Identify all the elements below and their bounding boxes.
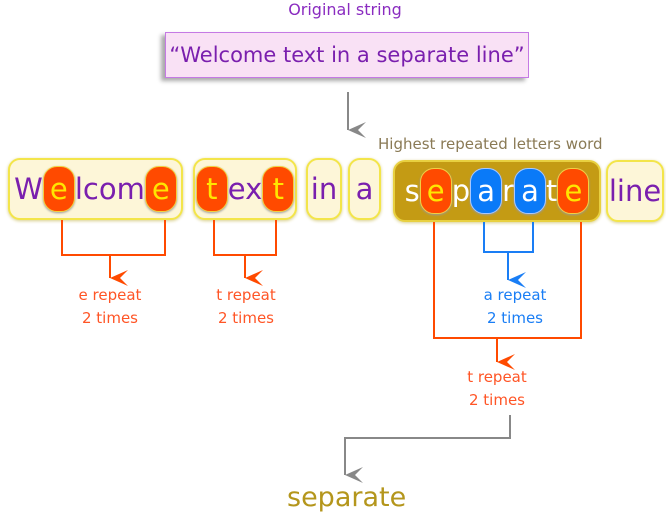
- caption-line: a repeat: [483, 286, 547, 304]
- highest-word-label: Highest repeated letters word: [378, 135, 603, 153]
- result-word: separate: [287, 482, 407, 513]
- highlighted-letter: e: [42, 166, 75, 212]
- caption-line: 2 times: [81, 309, 138, 327]
- letters: in: [310, 172, 338, 206]
- letters: a: [355, 172, 374, 206]
- highlighted-letter: t: [195, 166, 228, 212]
- highlighted-letter: a: [514, 168, 547, 214]
- highlighted-letter: e: [144, 166, 177, 212]
- letters: W: [14, 172, 43, 206]
- letters: ex: [227, 172, 263, 206]
- original-string-box: “Welcome text in a separate line”: [165, 32, 529, 78]
- letters: r: [502, 174, 515, 208]
- caption-line: e repeat: [78, 286, 142, 304]
- caption-t-separate: t repeat 2 times: [437, 366, 557, 412]
- arrow-to-result: [344, 415, 511, 483]
- caption-a-separate: a repeat 2 times: [455, 284, 575, 330]
- caption-line: 2 times: [468, 391, 525, 409]
- caption-line: 2 times: [217, 309, 274, 327]
- letters: s: [404, 174, 420, 208]
- caption-line: 2 times: [486, 309, 543, 327]
- bracket-e-separate: [433, 222, 582, 362]
- bracket-t-text: [213, 220, 277, 278]
- letters: t: [546, 174, 558, 208]
- caption-line: t repeat: [467, 368, 527, 386]
- word-line: line: [606, 160, 664, 222]
- caption-e-welcome: e repeat 2 times: [50, 284, 170, 330]
- original-string-label: Original string: [288, 0, 402, 19]
- letters: p: [451, 174, 471, 208]
- bracket-a-separate: [483, 222, 534, 280]
- highlighted-letter: a: [470, 168, 503, 214]
- caption-t-text: t repeat 2 times: [186, 284, 306, 330]
- highlighted-letter: e: [557, 168, 590, 214]
- letters: lcom: [74, 172, 145, 206]
- highlighted-letter: t: [262, 166, 295, 212]
- letters: line: [608, 174, 662, 208]
- word-a: a: [348, 158, 381, 220]
- bracket-e-welcome: [61, 220, 166, 278]
- word-in: in: [306, 158, 342, 220]
- highlighted-letter: e: [419, 168, 452, 214]
- caption-line: t repeat: [216, 286, 276, 304]
